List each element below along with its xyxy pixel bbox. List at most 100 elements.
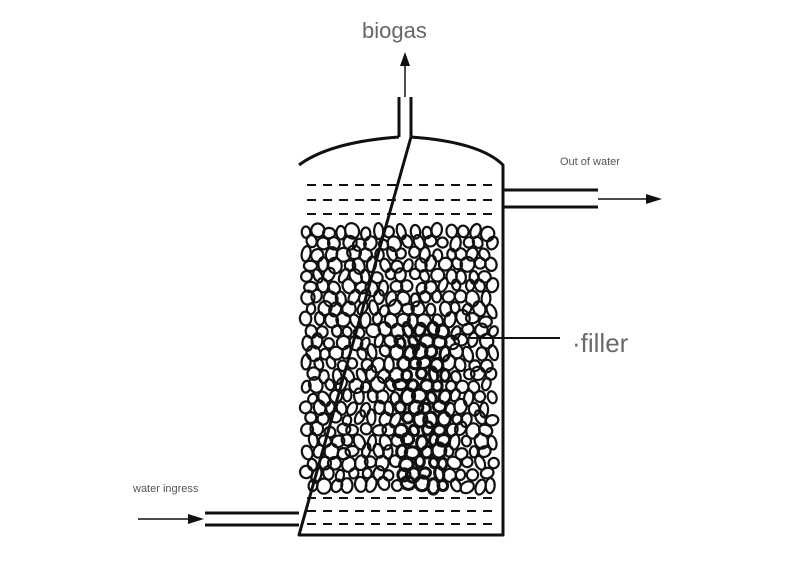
filler-pellet <box>305 234 318 249</box>
filler-pellet <box>395 222 407 241</box>
filler-pellet <box>471 235 484 250</box>
filler-pellet <box>473 256 487 270</box>
filler-pellet <box>487 344 500 362</box>
filler-pellet <box>304 411 318 425</box>
filler-pellet <box>342 367 356 384</box>
filler-pellet <box>309 420 325 437</box>
filler-pellet <box>324 378 336 392</box>
filler-pellet <box>449 388 462 403</box>
filler-pellet <box>366 342 378 360</box>
water-outlet-label: Out of water <box>560 156 620 168</box>
filler-pellet <box>328 409 343 424</box>
filler-pellet <box>430 379 444 393</box>
water-inlet-pipe <box>138 511 299 527</box>
filler-pellet <box>334 375 349 393</box>
filler-pellet <box>341 325 353 338</box>
filler-pellet <box>390 259 405 274</box>
filler-pellet <box>307 392 319 405</box>
water-outlet-pipe <box>503 188 648 209</box>
filler-pellet <box>477 445 492 459</box>
filler-pellet <box>334 468 346 483</box>
filler-pellet <box>436 478 450 493</box>
filler-pellet <box>330 324 343 338</box>
filler-pellet <box>341 388 353 403</box>
filler-pellet <box>443 445 455 458</box>
filler-pellet <box>359 380 372 394</box>
filler-pellet <box>340 433 354 447</box>
filler-pellet <box>318 369 330 385</box>
filler-pellet <box>460 434 473 448</box>
filler-pellet <box>341 344 352 360</box>
filler-pellet <box>418 269 431 283</box>
filler-pellet <box>465 468 480 482</box>
filler-pellet <box>409 223 422 240</box>
filler-pellet <box>370 356 386 374</box>
filler-pellet <box>375 389 390 405</box>
filler-pellet <box>400 279 414 293</box>
filler-pellet <box>359 311 372 329</box>
filler-pellet <box>365 255 378 274</box>
filler-pellet <box>484 256 498 272</box>
filler-pellet <box>302 259 319 273</box>
upper-water-lines <box>307 184 498 215</box>
filler-pellet <box>401 410 415 425</box>
filler-pellet <box>400 234 414 249</box>
filler-pellet <box>480 376 492 392</box>
filler-pellet <box>377 475 391 491</box>
filler-pellet <box>341 300 357 318</box>
filler-pellet <box>431 289 443 304</box>
filler-pellet <box>371 424 388 437</box>
filler-pellet <box>325 355 337 370</box>
filler-pellet <box>449 235 462 253</box>
filler-pellet <box>379 257 392 273</box>
filler-pellet <box>413 454 426 469</box>
reactor-vessel <box>297 135 505 537</box>
filler-pellet <box>328 301 343 318</box>
filler-pellet <box>430 267 446 283</box>
filler-pellet <box>356 300 369 316</box>
filler-pellet <box>439 368 452 383</box>
filler-pellet <box>359 422 373 436</box>
filler-pellet <box>373 332 385 349</box>
filler-pellet <box>322 337 335 350</box>
filler-pellet <box>364 475 378 494</box>
filler-pellet <box>463 368 476 381</box>
filler-pellet <box>360 442 372 459</box>
filler-pellet <box>449 301 461 315</box>
filler-pellet <box>345 423 360 437</box>
filler-pellet <box>456 224 470 239</box>
filler-pellet <box>485 303 498 320</box>
filler-pellet <box>469 365 486 382</box>
filler-label: ·filler <box>572 328 629 358</box>
filler-pellet <box>455 269 467 286</box>
water-inlet-arrow-head <box>188 514 204 524</box>
filler-pellet <box>374 454 390 472</box>
filler-pellet <box>351 257 366 276</box>
filler-pellet <box>467 331 479 348</box>
filler-pellet <box>352 433 367 451</box>
filler-pellet <box>461 302 473 316</box>
filler-pellet <box>424 254 438 272</box>
filler-pellet <box>365 364 378 383</box>
filler-pellet <box>454 468 467 482</box>
filler-pellet <box>388 411 402 429</box>
filler-pellet <box>453 289 468 304</box>
filler-pellet <box>335 400 348 416</box>
filler-pellet <box>341 414 353 427</box>
filler-pellet <box>473 278 486 293</box>
filler-pellet <box>344 444 360 458</box>
filler-pellet <box>423 234 438 248</box>
biogas-arrow-head <box>400 52 410 66</box>
filler-pellet <box>346 357 359 370</box>
filler-pellet <box>298 400 313 415</box>
filler-pellet <box>372 288 386 306</box>
filler-pellet <box>312 268 324 284</box>
filler-pellet <box>477 270 492 284</box>
filler-pellet <box>316 411 330 426</box>
filler-pellet <box>310 466 323 485</box>
filler-pellet <box>461 322 475 336</box>
filler-pellet <box>460 456 474 469</box>
filler-pellet <box>412 410 429 429</box>
filler-pellet <box>393 400 407 415</box>
filler-pellet <box>377 279 390 297</box>
